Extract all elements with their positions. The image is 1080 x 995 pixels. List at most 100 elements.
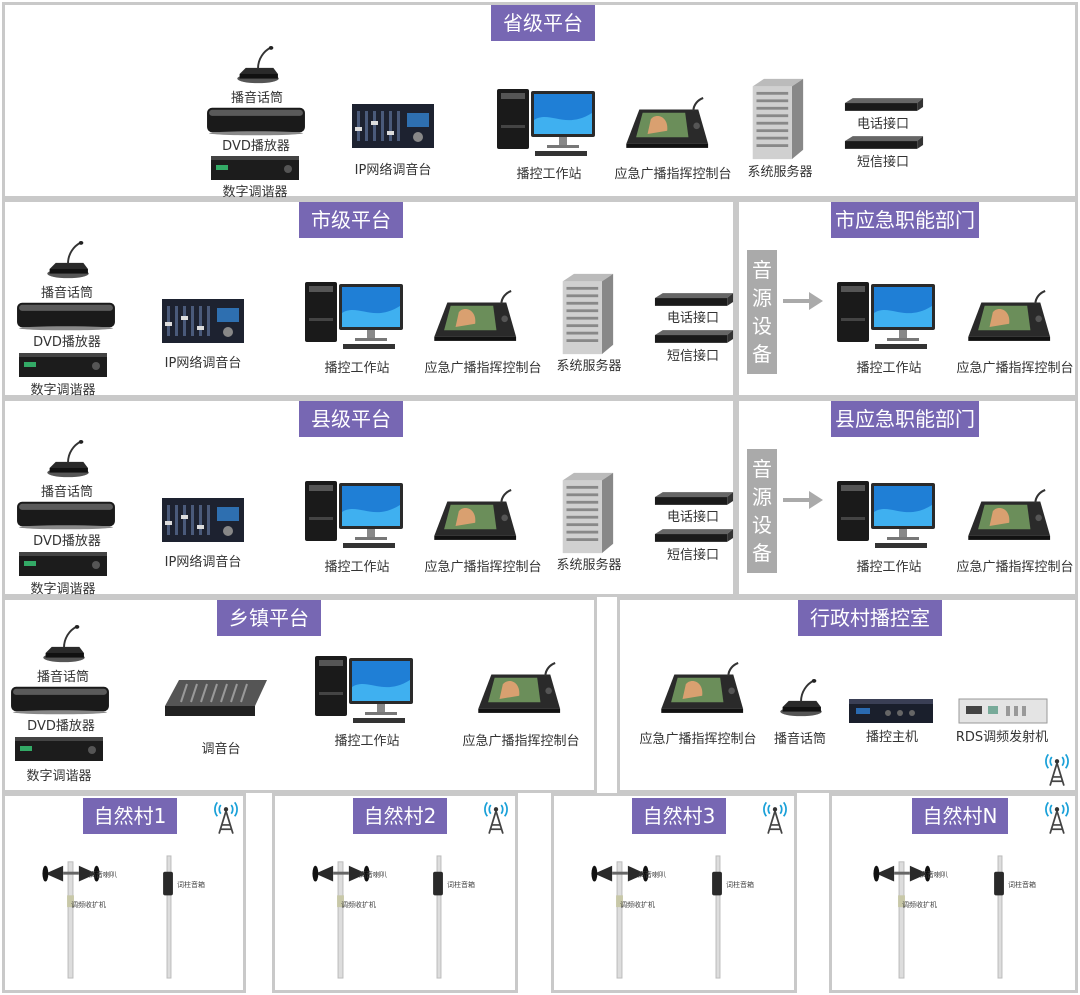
ip-mixer-icon	[351, 101, 435, 151]
column-label: 词柱音箱	[177, 881, 205, 889]
rds-label: RDS调频发射机	[955, 730, 1049, 745]
column-speaker-pole-icon	[429, 852, 449, 980]
phone-label: 电话接口	[666, 311, 720, 326]
column-label: 词柱音箱	[447, 881, 475, 889]
horn-label: 高音喇叭	[920, 871, 948, 879]
ip-mixer-label: IP网络调音台	[354, 163, 432, 178]
console-icon	[965, 290, 1055, 346]
antenna-tower-icon	[483, 800, 509, 836]
console-icon	[431, 290, 521, 346]
console-icon	[475, 662, 565, 718]
source-char: 源	[752, 485, 772, 509]
arrow-right-icon	[783, 292, 823, 310]
column-speaker-pole-icon	[990, 852, 1010, 980]
phone-interface-icon	[653, 292, 735, 308]
horn-label: 高音喇叭	[359, 871, 387, 879]
source-char: 设	[752, 314, 772, 338]
horn-label: 高音喇叭	[638, 871, 666, 879]
sms-label: 短信接口	[666, 548, 720, 563]
workstation-label: 播控工作站	[334, 734, 400, 749]
workstation-icon	[313, 652, 423, 732]
workstation-label: 播控工作站	[324, 560, 390, 575]
ip-mixer-icon	[161, 495, 245, 545]
server-label: 系统服务器	[556, 558, 622, 573]
county-dept-panel: 县应急职能部门 音 源 设 备 播控工作站 应急广播指挥控制台	[736, 398, 1078, 597]
receiver-label: 调频收扩机	[71, 901, 106, 909]
microphone-icon	[778, 674, 824, 720]
console-icon	[431, 489, 521, 545]
host-icon	[848, 698, 934, 724]
tuner-label: 数字调谐器	[222, 185, 288, 200]
server-label: 系统服务器	[556, 359, 622, 374]
sms-interface-icon	[653, 329, 735, 345]
phone-interface-icon	[843, 97, 925, 113]
arrow-right-icon	[783, 491, 823, 509]
dvd-player-icon	[15, 497, 117, 531]
tuner-icon	[17, 352, 109, 378]
microphone-icon	[41, 620, 87, 666]
village-panel-1: 自然村1 高音喇叭 调频收扩机 词柱音箱	[2, 793, 246, 993]
tuner-icon	[13, 736, 105, 762]
console-label: 应急广播指挥控制台	[956, 560, 1074, 575]
sms-label: 短信接口	[666, 349, 720, 364]
village-title: 自然村1	[83, 798, 177, 834]
dvd-player-icon	[15, 298, 117, 332]
admin-village-panel: 行政村播控室 应急广播指挥控制台 播音话筒 播控主机 RDS调频发射机	[617, 597, 1078, 793]
tuner-label: 数字调谐器	[30, 383, 96, 398]
workstation-icon	[835, 477, 945, 557]
mixer-icon	[159, 676, 269, 720]
dvd-label: DVD播放器	[33, 534, 101, 549]
antenna-tower-icon	[762, 800, 788, 836]
microphone-icon	[45, 435, 91, 481]
village-panel-2: 自然村2 高音喇叭 调频收扩机 词柱音箱	[272, 793, 518, 993]
workstation-label: 播控工作站	[516, 167, 582, 182]
province-title: 省级平台	[491, 5, 595, 41]
dvd-label: DVD播放器	[33, 335, 101, 350]
sms-interface-icon	[653, 528, 735, 544]
source-char: 设	[752, 513, 772, 537]
server-icon	[557, 272, 617, 356]
village-panel-n: 自然村N 高音喇叭 调频收扩机 词柱音箱	[829, 793, 1078, 993]
city-dept-panel: 市应急职能部门 音 源 设 备 播控工作站 应急广播指挥控制台	[736, 199, 1078, 398]
village-title: 自然村N	[912, 798, 1008, 834]
server-icon	[557, 471, 617, 555]
console-label: 应急广播指挥控制台	[462, 734, 580, 749]
town-panel: 乡镇平台 播音话筒 DVD播放器 数字调谐器 调音台 播控工作站 应急广播指挥控…	[2, 597, 597, 793]
mic-label: 播音话筒	[40, 286, 94, 301]
phone-label: 电话接口	[666, 510, 720, 525]
dvd-label: DVD播放器	[27, 719, 95, 734]
city-title: 市级平台	[299, 202, 403, 238]
city-panel: 市级平台 播音话筒 DVD播放器 数字调谐器 IP网络调音台 播控工作站 应急广…	[2, 199, 736, 398]
workstation-label: 播控工作站	[856, 361, 922, 376]
console-label: 应急广播指挥控制台	[614, 167, 732, 182]
mixer-label: 调音台	[201, 742, 241, 757]
receiver-label: 调频收扩机	[620, 901, 655, 909]
county-panel: 县级平台 播音话筒 DVD播放器 数字调谐器 IP网络调音台 播控工作站 应急广…	[2, 398, 736, 597]
column-speaker-pole-icon	[708, 852, 728, 980]
province-panel: 省级平台 播音话筒 DVD播放器 数字调谐器 IP网络调音台 播控工作站 应急广…	[2, 2, 1078, 200]
village-title: 自然村3	[632, 798, 726, 834]
ip-mixer-icon	[161, 296, 245, 346]
console-icon	[658, 662, 748, 718]
admin-village-title: 行政村播控室	[798, 600, 942, 636]
horn-label: 高音喇叭	[89, 871, 117, 879]
sms-label: 短信接口	[856, 155, 910, 170]
mic-label: 播音话筒	[230, 91, 284, 106]
source-char: 音	[752, 258, 772, 282]
tuner-icon	[17, 551, 109, 577]
workstation-icon	[495, 85, 605, 165]
receiver-label: 调频收扩机	[902, 901, 937, 909]
dvd-player-icon	[205, 103, 307, 137]
phone-interface-icon	[653, 491, 735, 507]
county-title: 县级平台	[299, 401, 403, 437]
workstation-label: 播控工作站	[856, 560, 922, 575]
column-label: 词柱音箱	[726, 881, 754, 889]
county-dept-title: 县应急职能部门	[831, 401, 979, 437]
ip-mixer-label: IP网络调音台	[164, 555, 242, 570]
host-label: 播控主机	[865, 730, 919, 745]
phone-label: 电话接口	[856, 117, 910, 132]
tuner-icon	[209, 155, 301, 181]
audio-source-box: 音 源 设 备	[747, 250, 777, 374]
source-char: 备	[752, 541, 772, 565]
tuner-label: 数字调谐器	[30, 582, 96, 597]
